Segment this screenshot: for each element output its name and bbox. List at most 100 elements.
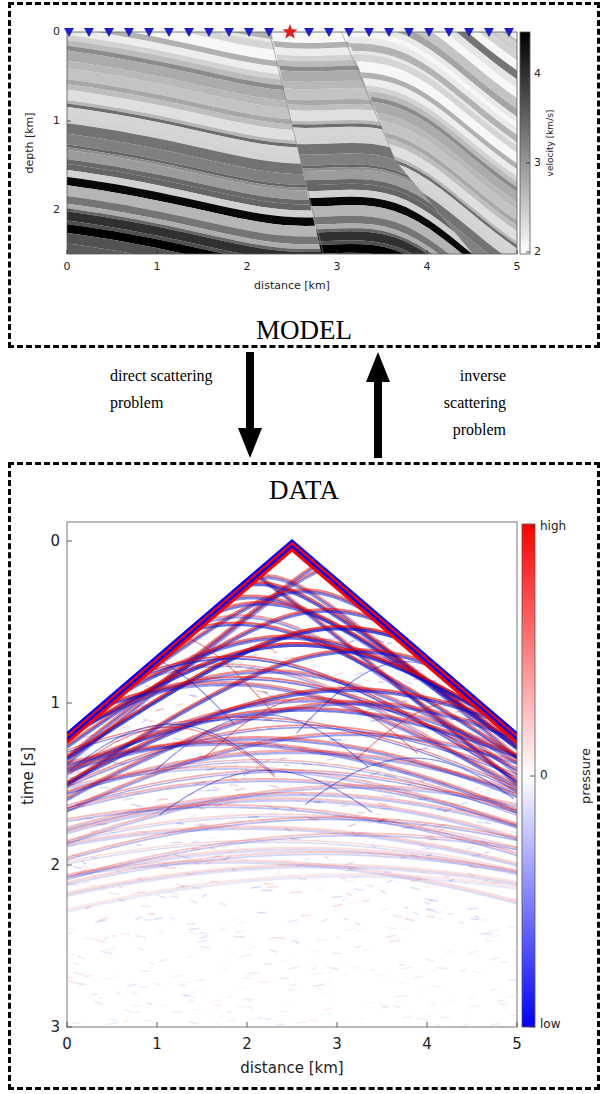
noise-wavelet	[192, 696, 198, 698]
noise-wavelet	[347, 901, 359, 903]
rock-layer	[67, 154, 517, 254]
noise-wavelet	[355, 889, 364, 891]
noise-wavelet	[288, 966, 300, 968]
diffraction-event	[69, 724, 274, 774]
noise-wavelet	[187, 923, 196, 925]
noise-wavelet	[191, 991, 202, 992]
rock-layer	[67, 143, 517, 254]
tick	[157, 1022, 158, 1027]
noise-wavelet	[194, 1009, 201, 1011]
axis-title: time [s]	[20, 747, 37, 805]
noise-wavelet	[101, 951, 112, 953]
noise-wavelet	[181, 982, 192, 983]
velocity-model	[67, 32, 517, 254]
noise-wavelet	[95, 920, 106, 922]
rock-layer	[67, 230, 517, 254]
noise-wavelet	[257, 690, 268, 693]
noise-wavelet	[229, 784, 238, 786]
noise-wavelet	[509, 831, 517, 833]
noise-wavelet	[142, 720, 147, 723]
axis-label: 3	[334, 261, 341, 273]
noise-wavelet	[135, 917, 143, 919]
noise-wavelet	[406, 681, 413, 684]
axis-label: 2	[242, 1036, 252, 1053]
receiver-symbol	[384, 28, 394, 37]
noise-wavelet	[200, 946, 211, 947]
noise-wavelet	[295, 1022, 306, 1023]
reflection-event	[67, 877, 517, 912]
reflection-event	[67, 699, 517, 772]
noise-wavelet	[471, 918, 479, 920]
noise-wavelet	[147, 1003, 153, 1005]
axis-title: pressure	[579, 748, 593, 804]
noise-wavelet	[500, 961, 509, 963]
noise-wavelet	[67, 932, 72, 935]
tick	[517, 1022, 518, 1027]
fault-line	[270, 32, 324, 254]
noise-wavelet	[394, 1006, 400, 1007]
noise-wavelet	[513, 951, 517, 953]
noise-wavelet	[301, 914, 311, 916]
reflection-event	[67, 874, 517, 909]
tick	[530, 1027, 535, 1028]
axis-label: distance [km]	[254, 280, 330, 292]
noise-wavelet	[317, 988, 322, 990]
noise-wavelet	[80, 978, 86, 980]
noise-wavelet	[379, 681, 384, 683]
noise-wavelet	[470, 951, 477, 953]
noise-wavelet	[414, 976, 423, 978]
noise-wavelet	[242, 977, 252, 979]
noise-wavelet	[316, 939, 327, 941]
noise-wavelet	[416, 992, 420, 994]
receiver-symbol	[244, 28, 254, 37]
noise-wavelet	[266, 886, 278, 888]
noise-wavelet	[324, 856, 329, 858]
receiver-symbol	[164, 28, 174, 37]
rock-layer	[67, 218, 517, 254]
noise-wavelet	[258, 981, 270, 983]
noise-wavelet	[131, 992, 139, 995]
tick	[247, 1022, 248, 1027]
rock-layer	[67, 245, 517, 254]
noise-wavelet	[222, 928, 226, 930]
tick	[427, 250, 428, 254]
noise-wavelet	[280, 757, 286, 759]
axis-label: high	[540, 520, 566, 533]
noise-wavelet	[382, 795, 394, 797]
receiver-symbol	[184, 28, 194, 37]
noise-wavelet	[250, 886, 261, 888]
axis-label: 4	[422, 1036, 432, 1053]
noise-wavelet	[249, 654, 258, 656]
noise-wavelet	[395, 995, 407, 997]
noise-wavelet	[326, 758, 336, 761]
flow-arrow	[238, 352, 262, 458]
noise-wavelet	[380, 908, 391, 911]
diffraction-event	[160, 771, 372, 815]
noise-wavelet	[220, 1015, 225, 1017]
noise-wavelet	[274, 872, 283, 874]
receiver-symbol	[124, 28, 134, 37]
noise-wavelet	[235, 931, 245, 933]
model-frame	[67, 32, 517, 254]
noise-wavelet	[212, 787, 220, 789]
data-frame	[67, 522, 517, 1027]
noise-wavelet	[329, 1023, 333, 1024]
noise-wavelet	[199, 933, 207, 934]
noise-wavelet	[430, 985, 440, 987]
noise-wavelet	[112, 935, 116, 937]
noise-wavelet	[448, 1000, 455, 1002]
noise-wavelet	[116, 992, 121, 994]
noise-wavelet	[459, 922, 464, 923]
noise-wavelet	[346, 893, 352, 895]
rock-layer	[67, 186, 517, 254]
noise-wavelet	[397, 1002, 405, 1004]
receiver-symbol	[404, 28, 414, 37]
axis-label: 2	[50, 857, 60, 874]
noise-wavelet	[351, 966, 359, 968]
noise-wavelet	[121, 934, 130, 935]
rock-layer	[67, 239, 517, 254]
noise-wavelet	[475, 787, 479, 790]
noise-wavelet	[385, 927, 396, 929]
axis-label: 2	[53, 204, 60, 216]
noise-wavelet	[510, 1014, 517, 1016]
